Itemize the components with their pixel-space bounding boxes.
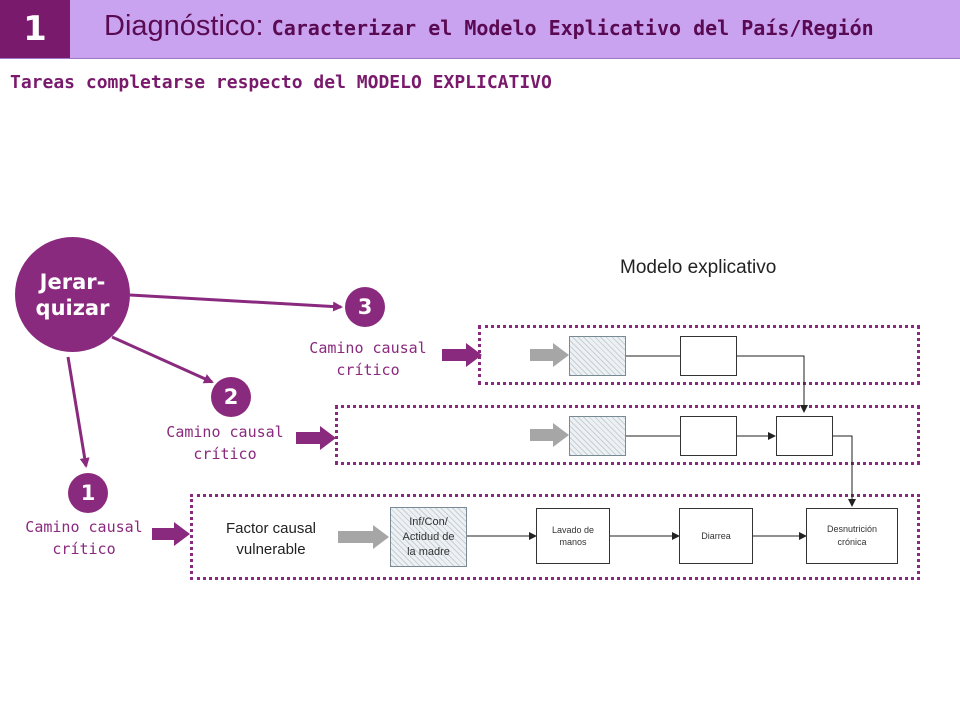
malnutrition-line1: Desnutrición: [826, 524, 878, 534]
arrow-to-path-2: [111, 335, 214, 384]
malnutrition-box: Desnutrición crónica: [806, 508, 898, 564]
row-3-node-box: [680, 336, 737, 376]
causal-path-2-box: [335, 405, 920, 465]
mother-knowledge-box: Inf/Con/ Actidud de la madre: [390, 507, 467, 567]
path-number-3: 3: [345, 287, 385, 327]
path-1-label-line1: Camino causal: [25, 518, 143, 536]
handwashing-line2: manos: [559, 537, 587, 547]
prioritize-label-line2: quizar: [35, 295, 110, 320]
header-bar: 1 Diagnóstico: Caracterizar el Modelo Ex…: [0, 0, 960, 59]
row-2-node-box-a: [680, 416, 737, 456]
row-3-factor-box: [569, 336, 626, 376]
path-1-label: Camino causal crítico: [14, 516, 154, 560]
mother-knowledge-line2: Actidud de: [402, 530, 455, 543]
gray-arrow-row-1: [338, 525, 389, 549]
mother-knowledge-line1: Inf/Con/: [409, 515, 448, 528]
path-1-label-line2: crítico: [52, 540, 116, 558]
path-3-label-line2: crítico: [336, 361, 400, 379]
model-title: Modelo explicativo: [620, 257, 777, 278]
title-main: Diagnóstico:: [104, 10, 264, 42]
arrow-to-path-3: [129, 293, 343, 312]
gray-arrow-row-3: [530, 343, 569, 367]
mother-knowledge-line3: la madre: [407, 545, 450, 558]
prioritize-label-line1: Jerar-: [39, 269, 106, 294]
handwashing-line1: Lavado de: [551, 525, 595, 535]
diarrhea-label: Diarrea: [701, 531, 731, 541]
row-2-node-box-b: [776, 416, 833, 456]
gray-arrow-row-2: [530, 423, 569, 447]
handwashing-box: Lavado de manos: [536, 508, 610, 564]
purple-arrow-path-2: [296, 426, 336, 450]
path-3-label: Camino causal crítico: [298, 337, 438, 381]
page-title: Diagnóstico: Caracterizar el Modelo Expl…: [104, 10, 874, 43]
path-2-label: Camino causal crítico: [155, 421, 295, 465]
vulnerable-factor-label: Factor causal vulnerable: [214, 518, 328, 560]
step-badge: 1: [0, 0, 70, 58]
vulnerable-factor-line2: vulnerable: [236, 541, 306, 558]
vulnerable-factor-line1: Factor causal: [225, 520, 317, 537]
causal-path-1-box: [190, 494, 920, 580]
title-sub: Caracterizar el Modelo Explicativo del P…: [271, 16, 874, 40]
path-2-label-line1: Camino causal: [166, 423, 284, 441]
prioritize-circle: Jerar- quizar: [15, 237, 130, 352]
path-number-1: 1: [68, 473, 108, 513]
arrow-to-path-1: [66, 356, 90, 468]
row-2-factor-box: [569, 416, 626, 456]
purple-arrow-path-1: [152, 522, 190, 546]
malnutrition-line2: crónica: [837, 537, 867, 547]
purple-arrow-path-3: [442, 343, 482, 367]
path-3-label-line1: Camino causal: [309, 339, 427, 357]
diarrhea-box: Diarrea: [679, 508, 753, 564]
subtitle: Tareas completarse respecto del MODELO E…: [10, 72, 552, 93]
path-number-2: 2: [211, 377, 251, 417]
path-2-label-line2: crítico: [193, 445, 257, 463]
